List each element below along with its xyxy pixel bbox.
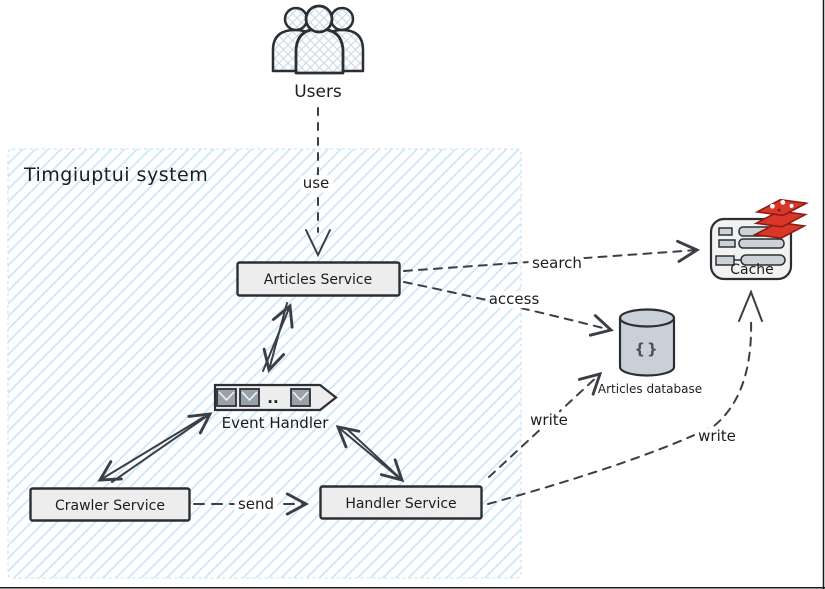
edge-access-label: access [489,290,540,308]
user-center-head [304,4,334,34]
edge-search-label: search [532,254,582,272]
articles-service-box [236,261,401,297]
database-braces-glyph: {} [634,340,659,358]
crawler-service-label: Crawler Service [55,498,165,514]
users-label: Users [294,82,342,102]
articles-service-node: Articles Service [236,261,401,297]
articles-database-label: Articles database [598,382,702,396]
system-title: Timgiuptui system [23,164,208,186]
queue-ellipsis: .. [267,389,278,407]
edge-write-database-label: write [530,411,568,429]
handler-service-label: Handler Service [345,496,456,512]
articles-service-label: Articles Service [264,272,372,288]
edge-send-label: send [238,495,274,513]
database-cylinder-icon: {} [618,308,676,377]
edge-articles-event [262,302,294,373]
envelope-icon [216,388,237,407]
articles-database-node: {} Articles database [598,308,702,396]
crawler-service-box [29,487,191,522]
edge-use-label: use [303,174,330,192]
event-handler-node: .. Event Handler [213,383,338,432]
edge-event-handler-service [335,425,405,483]
crawler-service-node: Crawler Service [29,487,191,522]
edge-write-cache-label: write [698,427,736,445]
user-left-head [283,6,309,32]
user-center-body [294,27,345,75]
envelope-icon [290,388,311,407]
user-right-head [329,6,355,32]
cache-node: Cache [709,198,809,281]
handler-service-node: Handler Service [319,485,483,520]
cache-label: Cache [730,262,774,278]
envelope-icons: .. [216,388,311,407]
edge-event-crawler [97,412,213,483]
users-icon [271,4,365,75]
event-handler-label: Event Handler [222,414,330,432]
users-node: Users [271,4,365,102]
redis-icon [752,198,809,239]
handler-service-box [319,485,483,520]
envelope-icon [239,388,260,407]
edge-write-cache: write [487,289,763,505]
